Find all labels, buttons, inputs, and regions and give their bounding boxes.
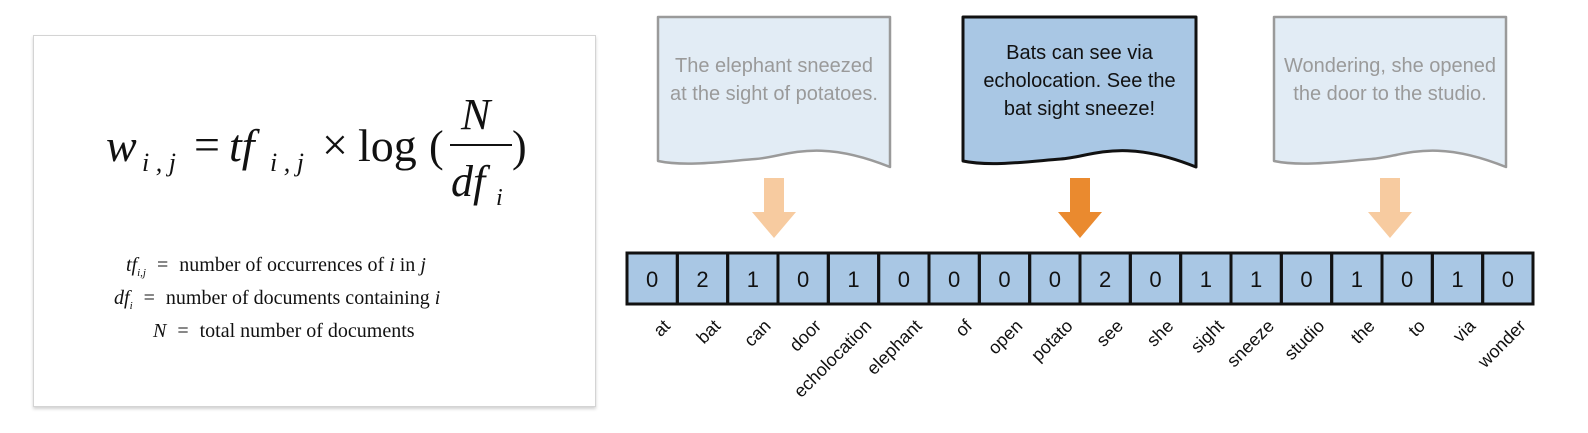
- definition-equals: =: [157, 254, 169, 276]
- formula-denominator-sub: i: [496, 185, 503, 211]
- formula-w: w: [106, 120, 137, 171]
- definition-equals: =: [177, 320, 189, 342]
- vector-cell-value: 1: [847, 267, 859, 292]
- formula-numerator: N: [461, 90, 491, 139]
- word-label: the: [1347, 316, 1379, 348]
- word-label: sneeze: [1223, 316, 1278, 371]
- document-1: The elephant sneezed at the sight of pota…: [656, 15, 892, 169]
- vector-cell-value: 0: [1049, 267, 1061, 292]
- vector-cell-value: 1: [1451, 267, 1463, 292]
- fraction-bar: [450, 144, 512, 146]
- definition-term: tf: [126, 254, 138, 276]
- formula-equals: =: [194, 119, 220, 170]
- formula-open-paren: (: [429, 122, 444, 171]
- definition-desc: number of occurrences of: [179, 254, 385, 276]
- word-label: studio: [1280, 316, 1328, 364]
- vector-cell-value: 0: [797, 267, 809, 292]
- definition-equals: =: [143, 287, 155, 309]
- vector-cell-value: 1: [1351, 267, 1363, 292]
- vector-cell-value: 0: [1149, 267, 1161, 292]
- word-label: via: [1449, 315, 1480, 346]
- document-text-line: echolocation. See the: [983, 70, 1175, 92]
- vector-cell-value: 0: [646, 267, 658, 292]
- vector-cell-value: 0: [1401, 267, 1413, 292]
- documents-layer: The elephant sneezed at the sight of pota…: [656, 15, 1508, 169]
- word-label: to: [1404, 316, 1429, 341]
- document-3: Wondering, she opened the door to the stu…: [1272, 15, 1508, 169]
- definition-mid: in: [399, 254, 416, 276]
- formula-tf-sub: i , j: [270, 148, 304, 177]
- formula-denominator: df: [451, 157, 486, 206]
- document-page-shape: [656, 15, 892, 169]
- document-text-line: The elephant sneezed: [675, 55, 873, 77]
- document-page-shape: [961, 15, 1198, 169]
- vector-cell-value: 2: [696, 267, 708, 292]
- vector-cell-value: 0: [998, 267, 1010, 292]
- down-arrow-2: [1058, 178, 1102, 238]
- arrows-layer: [752, 178, 1412, 238]
- vector-cell-value: 0: [1502, 267, 1514, 292]
- definition-sub: i,j: [137, 267, 146, 279]
- document-2: Bats can see via echolocation. See the bat…: [961, 15, 1198, 169]
- word-label: at: [649, 316, 674, 341]
- document-page-shape: [1272, 15, 1508, 169]
- formula-card: w i , j = tf i , j × log ( N df i ) tfi,…: [33, 35, 596, 407]
- definition-desc: number of documents containing: [165, 287, 430, 309]
- vector-cell-value: 1: [747, 267, 759, 292]
- formula-log: log: [358, 120, 417, 171]
- word-label: elephant: [863, 316, 926, 379]
- word-label: can: [740, 316, 775, 351]
- formula-tf: tf: [229, 120, 255, 171]
- down-arrow-3: [1368, 178, 1412, 238]
- word-label: wonder: [1473, 316, 1530, 373]
- formula-times: ×: [322, 119, 348, 170]
- word-label: open: [984, 316, 1026, 358]
- document-text-line: bat sight sneeze!: [1004, 98, 1155, 120]
- document-text-line: the door to the studio.: [1293, 83, 1486, 105]
- formula-w-sub: i , j: [142, 148, 176, 177]
- word-label: see: [1092, 316, 1127, 351]
- word-label: door: [785, 316, 825, 356]
- definition-sub: i: [129, 300, 133, 312]
- vector-cell-value: 2: [1099, 267, 1111, 292]
- vector-cell-value: 1: [1200, 267, 1212, 292]
- word-label: bat: [693, 316, 725, 348]
- vector-cell: [1481, 251, 1535, 306]
- formula-close-paren: ): [512, 122, 527, 171]
- word-label: sight: [1187, 316, 1228, 357]
- vector-cell-value: 0: [948, 267, 960, 292]
- definition-term: N: [153, 320, 167, 342]
- word-label: of: [951, 315, 976, 340]
- definition-desc: total number of documents: [199, 320, 415, 342]
- vector-layer: 0 2 1 0 1 0 0 0 0 2 0 1 1 0 1 0 1 0: [625, 251, 1535, 306]
- definition-term: df: [114, 287, 130, 309]
- document-text-line: Bats can see via: [1006, 42, 1154, 64]
- vector-cell-value: 1: [1250, 267, 1262, 292]
- word-label: potato: [1027, 316, 1077, 366]
- definition-var: i: [389, 254, 395, 276]
- vector-cell-value: 0: [1300, 267, 1312, 292]
- document-text-line: Wondering, she opened: [1284, 55, 1496, 77]
- word-label: she: [1143, 316, 1178, 351]
- document-text-line: at the sight of potatoes.: [670, 83, 878, 105]
- down-arrow-1: [752, 178, 796, 238]
- vector-cell-value: 0: [898, 267, 910, 292]
- definition-var2: j: [420, 254, 426, 276]
- definition-var: i: [434, 287, 441, 309]
